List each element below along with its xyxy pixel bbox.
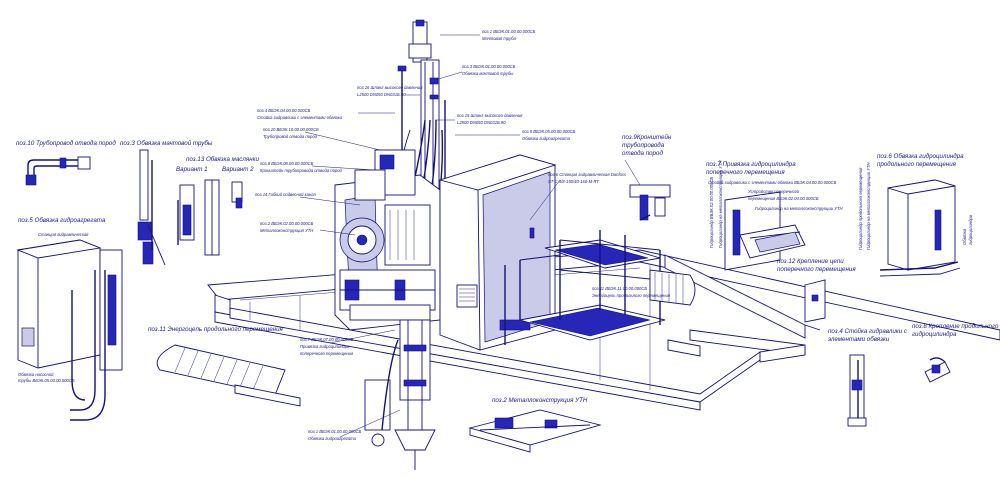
label-pos15-title: поз.15 Шланг высокого давления — [457, 113, 523, 118]
oil-detail-pos13 — [177, 179, 243, 256]
label-pos11: поз.11 Энергоцепь продольного перемещени… — [148, 326, 284, 333]
mast-pipe — [397, 19, 446, 230]
grating-platform — [504, 230, 666, 345]
label-pos8-sub: Кронштейн трубопровода отвода пород — [260, 168, 343, 173]
label-pos6b-title: поз.6 Обвязка гидроцилиндра — [877, 153, 964, 160]
energy-chain-right — [649, 269, 696, 306]
leader-lines — [299, 34, 641, 438]
label-pos1b-title: поз.1 ВБЭК.01.00.00.000СБ — [308, 429, 362, 434]
label-pos7d: Гидроцилиндр ВБЭК.02.00.00.000СБ — [709, 177, 714, 248]
electrical-cabinet — [438, 154, 557, 351]
label-pos10: поз.10 Трубопровод отвода пород — [16, 140, 116, 147]
label-pos16-title: поз.16 Шланг высокого давления — [357, 85, 423, 90]
label-pos7e: Гидроцилиндр на металлоконструкции УТН — [718, 159, 723, 248]
label-pos13-v2: Вариант 2 — [222, 166, 254, 173]
label-pos8b-title: поз.8 Крепление продольного — [912, 323, 999, 330]
cylinder-mount-pos8 — [924, 357, 951, 383]
label-pos6-sub: ST-C-4/8-150/40-160-M-RT — [548, 179, 599, 184]
label-pos9-sub3: отвода пород — [622, 150, 663, 157]
label-pos2b-sub: Металлоконструкция УТН — [260, 228, 314, 233]
label-pos5b-title: поз.5 ВБЭК.05.00.00.000СБ — [522, 129, 576, 134]
label-pos13: поз.13 Обвязка маслянки — [186, 156, 260, 163]
rig-body — [334, 149, 441, 331]
label-pos5: поз.5 Обвязка гидроагрегата — [18, 217, 106, 224]
label-pos15-sub: L2500 DN050 DN031Б.90 — [457, 120, 506, 125]
hydro-cabinet-pos5 — [16, 239, 123, 421]
label-pos13-v1: Вариант 1 — [176, 166, 208, 173]
label-pos1-sub: Мачтовая труба — [482, 36, 517, 41]
label-pos6c: Гидроцилиндр продольного перемещения — [858, 167, 863, 250]
chain-mount-pos12 — [804, 279, 826, 323]
cylinder-bind-pos7 — [724, 191, 806, 271]
bracket-pos9 — [629, 184, 671, 221]
label-pos11b-sub: Энергоцепь продольного перемещения — [592, 293, 671, 298]
drill-column — [364, 319, 436, 470]
label-pos1-title: поз.1 ВБЭК.01.00.00.000СБ — [482, 29, 536, 34]
label-pos5v-sub: трубы ВБЭК.05.00.00.000СБ — [18, 378, 75, 383]
label-pos7a: Стойка гидравлики с элементами обвязки В… — [708, 180, 837, 185]
label-pos10b-sub: Трубопровод отвода пород — [263, 134, 318, 139]
label-pos11b-title: поз.11 ВБЭК.11.00.00.000СБ — [592, 286, 647, 291]
label-pos4b-title: поз.4 Стойка гидравлики с — [828, 328, 908, 335]
label-pos7f-title: поз.7 ВБЭК.07.00.00.000СБ — [300, 337, 354, 342]
label-pos7-title: поз.7 Привязка гидроцилиндра — [706, 161, 796, 168]
label-pos3-title: поз.3 ВБЭК.01.00.00.000СБ — [462, 64, 516, 69]
label-pos6b-sub: продольного перемещения — [877, 161, 957, 168]
label-pos4-title: поз.4 ВБЭК.04.00.00.000СБ — [257, 108, 311, 113]
label-pos6e-sub: гидроцилиндра — [968, 214, 973, 245]
label-pos5-station: Станция гидравлическая — [38, 232, 89, 237]
label-pos7f-sub2: поперечного перемещения — [300, 351, 354, 356]
label-pos1b-sub: Обвязка гидроагрегата — [308, 436, 357, 441]
label-pos16-sub: L2500 DN050 DN031Б.90 — [357, 92, 406, 97]
label-pos6-title: поз.6 Станция гидравлическая Danfoss — [548, 172, 627, 177]
label-pos6e-title: Обвязка — [962, 228, 967, 245]
label-pos5b-sub: Обвязка гидроагрегата — [522, 136, 571, 141]
callouts: поз.1 ВБЭК.01.00.00.000СБ Мачтовая труба… — [16, 29, 999, 441]
subframe-pos2 — [468, 409, 602, 453]
label-pos4b-sub: элементами обвязки — [828, 336, 890, 343]
label-pos3-sub: Обвязка мачтовой трубы — [462, 71, 513, 76]
label-pos14: поз.14 Гибкий подвесной канал — [255, 192, 317, 197]
label-pos7f-sub: Привязка гидроцилиндра — [300, 344, 350, 349]
label-pos12-title: поз.12 Крепление цепи — [777, 258, 844, 265]
label-pos4-sub: Стойка гидравлики с элементами обвязки — [257, 115, 343, 120]
hydraulic-rack-pos4 — [847, 354, 867, 427]
label-pos12-sub: поперечного перемещения — [777, 266, 856, 273]
label-pos8-title: поз.8 ВБЭК.08.00.00.000СБ — [260, 161, 314, 166]
pipe-detail-pos3 — [137, 149, 166, 266]
label-pos7b-title: Устройство поперечного — [748, 189, 800, 194]
label-pos10b-title: поз.10 ВБЭК.10.00.00.000СБ — [263, 127, 319, 132]
pipe-detail-pos10 — [25, 156, 91, 186]
cabinet-pos6 — [879, 179, 961, 277]
label-pos2b-title: поз.2 ВБЭК.02.00.00.000СБ — [260, 221, 314, 226]
label-pos9-sub2: трубопровода — [622, 142, 665, 149]
label-pos2: поз.2 Металлоконструкция УТН — [492, 397, 588, 404]
label-pos8b-sub: гидроцилиндра — [912, 331, 957, 338]
label-pos6d: Гидроцилиндр на металлоконструкции УТН — [866, 161, 871, 250]
label-pos9-title: поз.9Кронштейн — [622, 134, 672, 141]
label-pos7b-sub: перемещения ВБЭК.02.04.00.000СБ — [748, 196, 819, 201]
label-pos7-sub: поперечного перемещения — [706, 169, 785, 176]
label-pos5v-title: Обвязка насосной — [18, 372, 54, 377]
energy-chain-left — [156, 344, 301, 407]
label-pos7c: Гидроцилиндр на металлоконструкции УТН — [755, 206, 844, 211]
label-pos3: поз.3 Обвязка мачтовой трубы — [120, 140, 213, 147]
